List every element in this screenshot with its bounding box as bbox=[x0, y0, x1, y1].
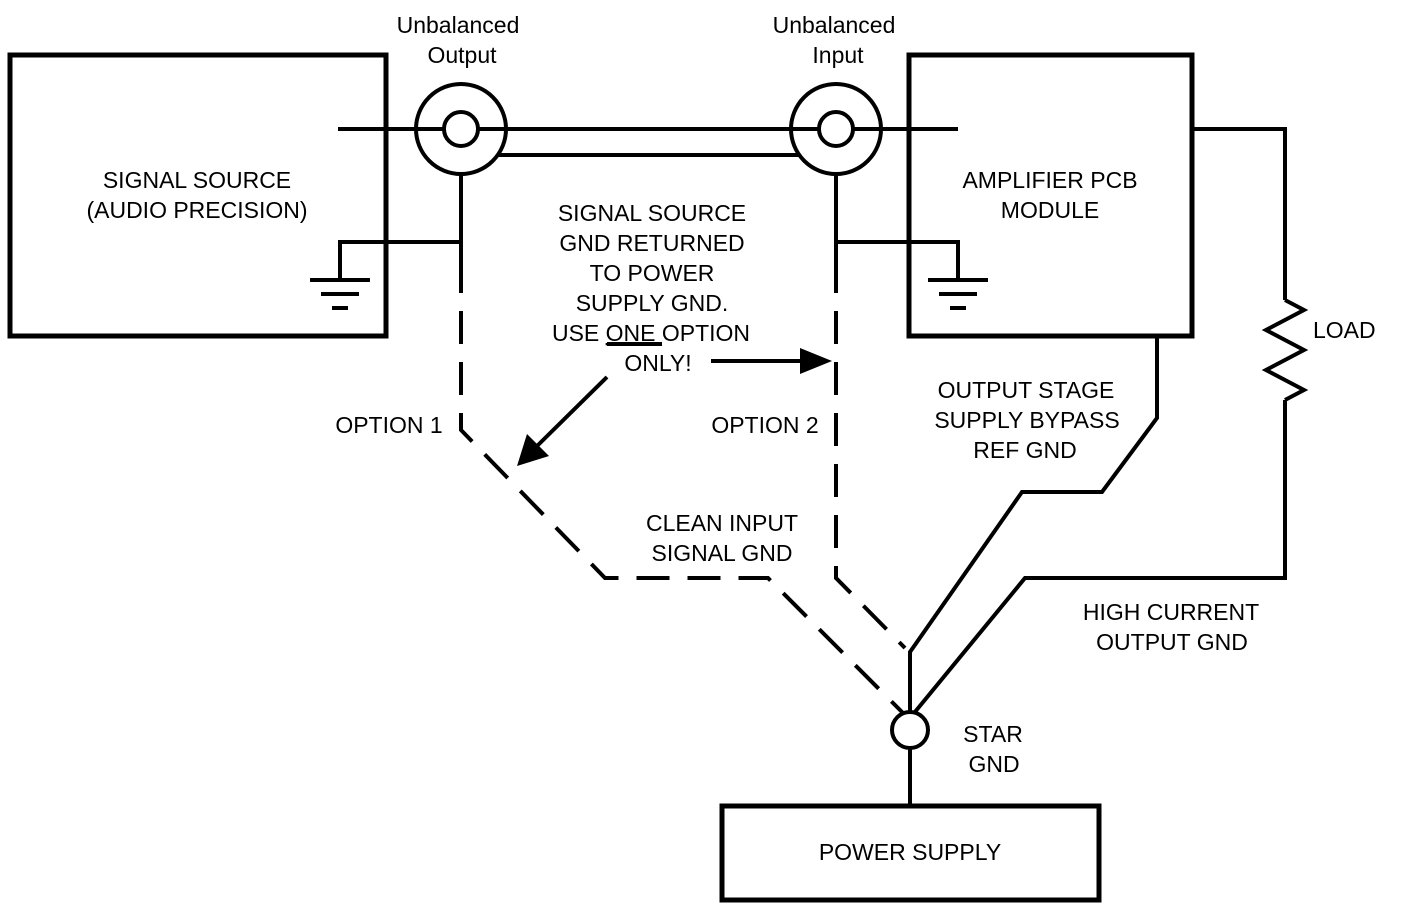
arrow-to-option1 bbox=[517, 375, 609, 466]
option2-label: OPTION 2 bbox=[711, 412, 818, 438]
note-line5: USE ONE OPTION bbox=[552, 320, 750, 346]
note-line3: TO POWER bbox=[590, 260, 715, 286]
note-use-prefix: USE bbox=[552, 320, 606, 346]
power-supply-block: POWER SUPPLY bbox=[719, 803, 1102, 903]
note-use-emphasis: ONE bbox=[606, 320, 656, 346]
signal-source-ground-icon bbox=[310, 240, 461, 310]
option2-ground-path bbox=[834, 260, 907, 650]
amplifier-pcb-label-line2: MODULE bbox=[1001, 197, 1099, 223]
unbalanced-input-label-line2: Input bbox=[812, 42, 864, 68]
unbalanced-input-connector bbox=[789, 82, 883, 176]
signal-source-block: SIGNAL SOURCE (AUDIO PRECISION) bbox=[7, 52, 461, 339]
load-circuit bbox=[908, 127, 1309, 720]
clean-input-label-line1: CLEAN INPUT bbox=[646, 510, 798, 536]
star-gnd-label-line2: GND bbox=[968, 751, 1019, 777]
output-stage-label-line1: OUTPUT STAGE bbox=[938, 377, 1115, 403]
star-gnd-icon bbox=[890, 710, 930, 750]
unbalanced-output-label-line2: Output bbox=[427, 42, 497, 68]
unbalanced-input-label-line1: Unbalanced bbox=[773, 12, 896, 38]
high-current-label-line2: OUTPUT GND bbox=[1096, 629, 1248, 655]
output-stage-label-line3: REF GND bbox=[973, 437, 1077, 463]
signal-source-box bbox=[7, 52, 389, 339]
amplifier-ground-icon bbox=[836, 240, 988, 310]
note-line2: GND RETURNED bbox=[559, 230, 744, 256]
note-line1: SIGNAL SOURCE bbox=[558, 200, 746, 226]
note-use-suffix: OPTION bbox=[655, 320, 750, 346]
unbalanced-output-label-line1: Unbalanced bbox=[397, 12, 520, 38]
arrow-to-option2 bbox=[711, 348, 832, 374]
power-supply-label: POWER SUPPLY bbox=[819, 839, 1001, 865]
power-supply-box bbox=[719, 803, 1102, 903]
output-stage-ground-wire bbox=[908, 336, 1159, 715]
note-line4: SUPPLY GND. bbox=[576, 290, 729, 316]
amplifier-pcb-block: AMPLIFIER PCB MODULE bbox=[836, 52, 1195, 339]
clean-input-label-line2: SIGNAL GND bbox=[651, 540, 792, 566]
signal-source-label-line2: (AUDIO PRECISION) bbox=[86, 197, 307, 223]
option1-ground-path bbox=[459, 260, 907, 717]
signal-source-label-line1: SIGNAL SOURCE bbox=[103, 167, 291, 193]
high-current-label-line1: HIGH CURRENT bbox=[1083, 599, 1259, 625]
unbalanced-output-connector bbox=[414, 82, 508, 176]
output-stage-label-line2: SUPPLY BYPASS bbox=[934, 407, 1119, 433]
amplifier-pcb-label-line1: AMPLIFIER PCB bbox=[962, 167, 1137, 193]
amplifier-pcb-box bbox=[906, 52, 1195, 339]
star-gnd-label-line1: STAR bbox=[963, 721, 1023, 747]
note-line6: ONLY! bbox=[624, 350, 691, 376]
load-resistor-icon bbox=[1261, 298, 1309, 402]
load-label: LOAD bbox=[1313, 317, 1376, 343]
option1-label: OPTION 1 bbox=[335, 412, 442, 438]
ground-option-note: SIGNAL SOURCE GND RETURNED TO POWER SUPP… bbox=[552, 200, 750, 376]
